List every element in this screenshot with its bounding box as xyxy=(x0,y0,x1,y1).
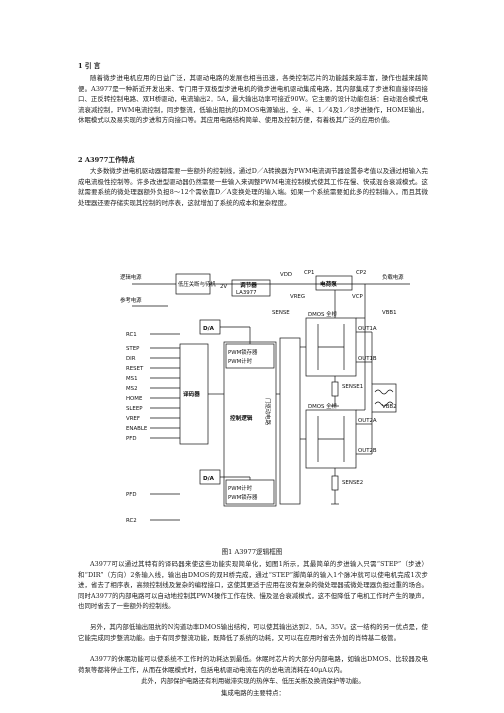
block-pwm-timer-top: PWM计时 xyxy=(228,357,253,365)
pin-label: RC1 xyxy=(126,332,137,338)
label-logic-supply: 逻辑电源 xyxy=(120,273,142,281)
body-paragraph-translator: A3977可以通过其特有的译码器来使这些功能实现简单化，如图1所示，其最简单的步… xyxy=(78,560,428,611)
block-translator: 译码器 xyxy=(183,390,200,398)
pin-label: DIR xyxy=(126,356,136,362)
section-heading-features: 2 A3977工作特点 xyxy=(78,156,135,164)
pin-label: OUT2A xyxy=(358,418,377,424)
features-paragraph: 大多数微步进电机驱动器都需要一些额外的控制线，通过D／A转换器为PWM电流调节器… xyxy=(78,167,428,207)
block-regulator-standby: 低压关断与待机 xyxy=(178,280,216,288)
intro-paragraph: 随着微步进电机应用的日益广泛，其驱动电路的发展也相当迅速，各类控制芯片的功能越来… xyxy=(78,74,428,125)
pin-label: OUT1A xyxy=(358,326,377,332)
pin-label: VREF xyxy=(126,416,140,422)
block-dac-top: D/A xyxy=(203,326,215,332)
pin-label: MS2 xyxy=(126,386,138,392)
body-paragraph-sleep: A3977的休眠功能可以使系统不工作时的功耗达到最低。休眠时芯片的大部分内部电路… xyxy=(78,655,428,674)
pin-label: VDD xyxy=(280,272,292,278)
block-pwm-timer-bottom: PWM计时 xyxy=(228,484,253,492)
block-dmos-bridge-b: DMOS 全桥 xyxy=(308,402,338,410)
block-pwm-latch-bottom: PWM锁存器 xyxy=(228,493,258,501)
body-line-protection: 此外，内部保护电路还有利用磁滞实现的热停车、低压关断及换流保护等功能。 xyxy=(141,677,365,685)
block-2v: 2V xyxy=(220,284,227,290)
pin-label: SENSE1 xyxy=(342,384,363,390)
block-pwm-latch-top: PWM锁存器 xyxy=(228,348,258,356)
block-diagram-figure: 逻辑电源 参考电源 负载电源 低压关断与待机 2V 调节器 LA3977 电荷泵… xyxy=(120,270,410,524)
block-dmos-bridge-a: DMOS 全桥 xyxy=(308,310,338,318)
pin-label: RC2 xyxy=(126,518,137,524)
pin-label: STEP xyxy=(126,346,140,352)
block-charge-pump: 电荷泵 xyxy=(320,280,337,288)
pin-label: VBB1 xyxy=(382,310,397,316)
figure-caption: 图1 A3977逻辑框图 xyxy=(221,548,283,556)
pin-label: OUT2B xyxy=(358,448,377,454)
label-sense: SENSE xyxy=(272,310,290,316)
pin-label: RESET xyxy=(126,366,144,372)
pin-label: VBB2 xyxy=(382,404,397,410)
label-reference-supply: 参考电源 xyxy=(120,296,142,304)
pin-label: ENABLE xyxy=(126,426,148,432)
block-regulator: 调节器 xyxy=(240,281,257,289)
pin-label: VCP xyxy=(352,294,363,300)
pin-label: CP2 xyxy=(356,270,366,276)
pin-label: SENSE2 xyxy=(342,480,363,486)
label-load-supply: 负载电源 xyxy=(382,273,404,281)
pin-label: PFD xyxy=(126,492,137,498)
block-regulator-sub: LA3977 xyxy=(236,290,257,296)
pin-label: VREG xyxy=(290,294,305,300)
block-control-logic: 控制逻辑 xyxy=(230,414,253,422)
block-gate-drive: 门驱动电路 xyxy=(264,398,272,426)
pin-label: PFD xyxy=(126,436,137,442)
block-dac-bottom: D/A xyxy=(203,476,215,482)
section-heading-intro: 1 引 言 xyxy=(78,62,101,70)
pin-label: MS1 xyxy=(126,376,138,382)
body-line-features-heading: 集成电路的主要特点： xyxy=(221,689,285,697)
pin-label: OUT1B xyxy=(358,356,377,362)
pin-label: CP1 xyxy=(304,270,314,276)
pin-label: HOME xyxy=(126,396,143,402)
pin-label: SLEEP xyxy=(126,406,143,412)
body-paragraph-dmos: 另外，其内部低输出阻抗的N沟道功率DMOS输出结构，可以使其输出达到2．5A，3… xyxy=(78,623,428,642)
